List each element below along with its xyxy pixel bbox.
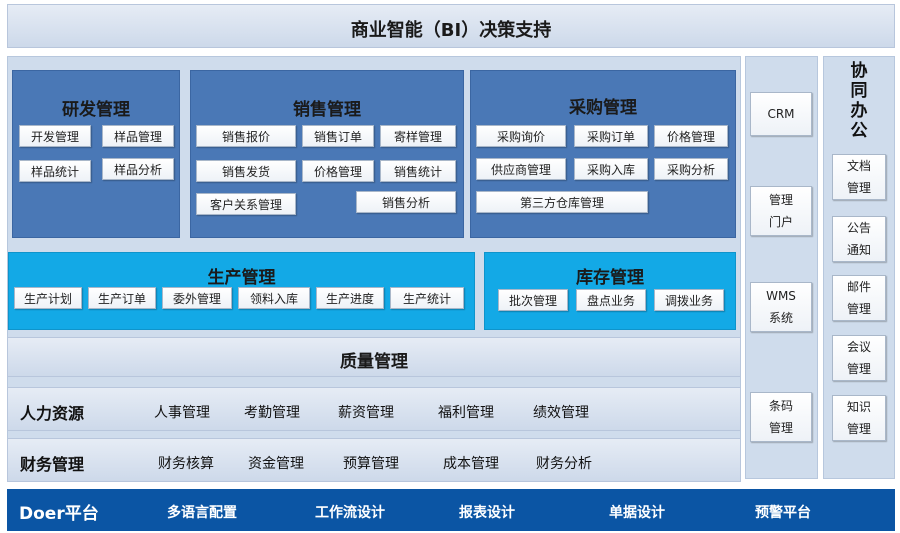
bi-header-bar: 商业智能（BI）决策支持 <box>7 4 895 48</box>
quality-title: 质量管理 <box>340 352 408 372</box>
purchase-item-analysis[interactable]: 采购分析 <box>654 158 728 180</box>
purchase-item-price[interactable]: 价格管理 <box>654 125 728 147</box>
quality-bar: 质量管理 <box>7 337 741 377</box>
platform-item-multilang[interactable]: 多语言配置 <box>167 505 237 521</box>
finance-bar: 财务管理 财务核算 资金管理 预算管理 成本管理 财务分析 <box>7 438 741 482</box>
office-item-knowledge[interactable]: 知识 管理 <box>832 395 886 441</box>
finance-item-budget[interactable]: 预算管理 <box>343 456 399 472</box>
side-item-wms[interactable]: WMS 系统 <box>750 282 812 332</box>
rd-panel: 研发管理 <box>12 70 180 238</box>
rd-item-sample-analysis[interactable]: 样品分析 <box>102 158 174 180</box>
sales-item-sample-send[interactable]: 寄样管理 <box>380 125 456 147</box>
hr-item-attendance[interactable]: 考勤管理 <box>244 405 300 421</box>
rd-item-sample-mgmt[interactable]: 样品管理 <box>102 125 174 147</box>
inventory-item-stocktake[interactable]: 盘点业务 <box>576 289 646 311</box>
office-item-documents[interactable]: 文档 管理 <box>832 154 886 200</box>
office-item-mail[interactable]: 邮件 管理 <box>832 275 886 321</box>
platform-item-report[interactable]: 报表设计 <box>459 505 515 521</box>
sales-item-stats[interactable]: 销售统计 <box>380 160 456 182</box>
inventory-item-transfer[interactable]: 调拨业务 <box>654 289 724 311</box>
purchase-item-inbound[interactable]: 采购入库 <box>574 158 648 180</box>
rd-item-sample-stats[interactable]: 样品统计 <box>19 160 91 182</box>
sales-item-quote[interactable]: 销售报价 <box>196 125 296 147</box>
side-item-barcode[interactable]: 条码 管理 <box>750 392 812 442</box>
finance-item-cost[interactable]: 成本管理 <box>443 456 499 472</box>
finance-title: 财务管理 <box>20 455 85 474</box>
production-title: 生产管理 <box>207 268 276 288</box>
finance-item-funds[interactable]: 资金管理 <box>248 456 304 472</box>
production-item-stats[interactable]: 生产统计 <box>390 287 464 309</box>
sales-item-analysis[interactable]: 销售分析 <box>356 191 456 213</box>
side-item-crm[interactable]: CRM <box>750 92 812 136</box>
finance-item-accounting[interactable]: 财务核算 <box>158 456 214 472</box>
rd-item-dev[interactable]: 开发管理 <box>19 125 91 147</box>
hr-bar: 人力资源 人事管理 考勤管理 薪资管理 福利管理 绩效管理 <box>7 387 741 431</box>
hr-item-performance[interactable]: 绩效管理 <box>533 405 589 421</box>
sales-title: 销售管理 <box>293 100 361 120</box>
office-item-announcements[interactable]: 公告 通知 <box>832 216 886 262</box>
side-item-portal[interactable]: 管理 门户 <box>750 186 812 236</box>
hr-item-salary[interactable]: 薪资管理 <box>338 405 394 421</box>
office-title: 协 同 办 公 <box>850 61 868 141</box>
platform-item-alert[interactable]: 预警平台 <box>755 505 811 521</box>
production-item-material-in[interactable]: 领料入库 <box>238 287 310 309</box>
production-item-plan[interactable]: 生产计划 <box>14 287 82 309</box>
platform-item-form[interactable]: 单据设计 <box>609 505 665 521</box>
bi-header-title: 商业智能（BI）决策支持 <box>350 20 552 41</box>
rd-title: 研发管理 <box>62 100 130 120</box>
production-item-outsource[interactable]: 委外管理 <box>162 287 232 309</box>
production-item-progress[interactable]: 生产进度 <box>316 287 384 309</box>
inventory-item-batch[interactable]: 批次管理 <box>498 289 568 311</box>
hr-item-personnel[interactable]: 人事管理 <box>154 405 210 421</box>
sales-item-crm[interactable]: 客户关系管理 <box>196 193 296 215</box>
finance-item-analysis[interactable]: 财务分析 <box>536 456 592 472</box>
inventory-title: 库存管理 <box>576 268 644 288</box>
purchase-item-order[interactable]: 采购订单 <box>574 125 648 147</box>
hr-title: 人力资源 <box>20 404 85 423</box>
purchase-item-3pl-warehouse[interactable]: 第三方仓库管理 <box>476 191 648 213</box>
sales-item-delivery[interactable]: 销售发货 <box>196 160 296 182</box>
sales-item-order[interactable]: 销售订单 <box>302 125 374 147</box>
purchase-item-inquiry[interactable]: 采购询价 <box>476 125 566 147</box>
hr-item-welfare[interactable]: 福利管理 <box>438 405 494 421</box>
sales-item-price[interactable]: 价格管理 <box>302 160 374 182</box>
platform-bar: Doer平台 多语言配置 工作流设计 报表设计 单据设计 预警平台 <box>7 489 895 531</box>
purchase-item-supplier[interactable]: 供应商管理 <box>476 158 566 180</box>
platform-title: Doer平台 <box>19 504 99 524</box>
office-item-meetings[interactable]: 会议 管理 <box>832 335 886 381</box>
platform-item-workflow[interactable]: 工作流设计 <box>315 505 385 521</box>
purchase-title: 采购管理 <box>569 98 637 118</box>
production-item-order[interactable]: 生产订单 <box>88 287 156 309</box>
